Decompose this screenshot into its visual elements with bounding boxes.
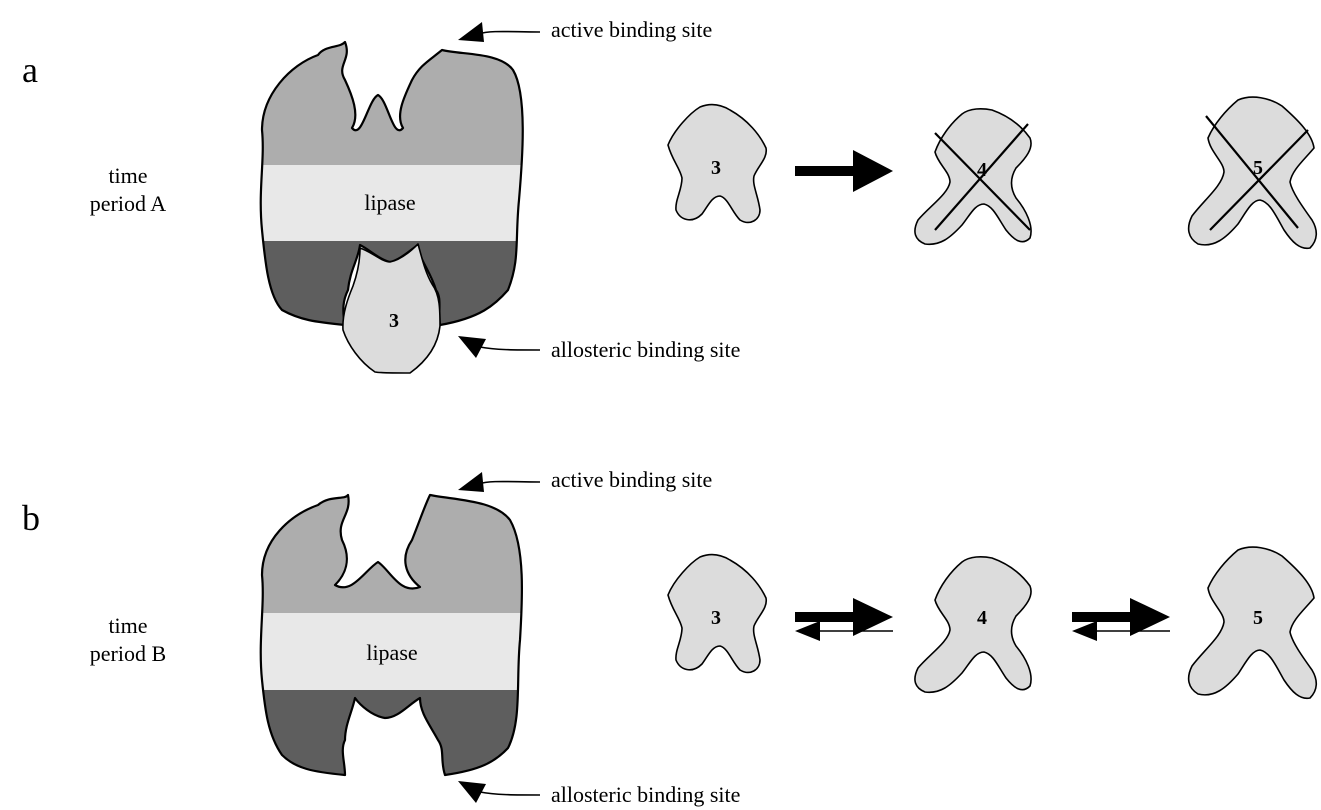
molecule-3-b: 3 xyxy=(668,555,766,673)
equilibrium-arrow-2 xyxy=(1072,598,1170,641)
equilibrium-arrow-1-forward-shaft xyxy=(795,612,855,622)
lipase-enzyme-a: lipase 3 xyxy=(240,30,540,373)
time-period-a-line2: period A xyxy=(90,191,166,216)
time-period-b-line2: period B xyxy=(90,641,166,666)
molecule-4-shape-a xyxy=(915,109,1031,245)
active-site-arrowhead-b xyxy=(458,472,484,492)
allosteric-site-leader-b xyxy=(480,792,540,795)
molecule-5-label-b: 5 xyxy=(1253,607,1263,629)
molecule-4-a: 4 xyxy=(915,109,1031,245)
equilibrium-arrow-2-reverse-head xyxy=(1072,621,1097,641)
active-site-leader-b xyxy=(478,482,540,485)
allosteric-site-label-a: allosteric binding site xyxy=(551,337,740,362)
molecule-5-b: 5 xyxy=(1189,547,1317,698)
panel-letter-b: b xyxy=(22,498,40,538)
molecule-4-label-b: 4 xyxy=(977,607,987,629)
enzyme-b-label: lipase xyxy=(366,640,417,665)
forward-arrow-head-a xyxy=(853,150,893,192)
panel-a: a time period A lipase 3 active binding … xyxy=(22,17,1316,373)
molecule-3-label-b: 3 xyxy=(711,607,721,629)
enzyme-a-top-band xyxy=(240,30,540,165)
forward-arrow-shaft-a xyxy=(795,166,855,176)
molecule-4-b: 4 xyxy=(915,557,1031,693)
time-period-b-line1: time xyxy=(108,613,147,638)
active-site-leader-a xyxy=(478,32,540,35)
allosteric-site-pointer-a: allosteric binding site xyxy=(458,336,740,362)
molecule-4-shape-b xyxy=(915,557,1031,693)
lipase-enzyme-b: lipase xyxy=(240,480,540,790)
panel-b: b time period B lipase active binding si… xyxy=(22,467,1316,807)
time-period-a-line1: time xyxy=(108,163,147,188)
forward-arrow-a xyxy=(795,150,893,192)
active-site-pointer-b: active binding site xyxy=(458,467,712,492)
enzyme-b-bottom-band xyxy=(240,690,540,790)
bound-molecule-3-label: 3 xyxy=(389,310,399,332)
active-site-label-b: active binding site xyxy=(551,467,712,492)
molecule-5-a: 5 xyxy=(1189,97,1317,248)
enzyme-b-top-band xyxy=(240,480,540,613)
active-site-label-a: active binding site xyxy=(551,17,712,42)
equilibrium-arrow-1-reverse-head xyxy=(795,621,820,641)
active-site-pointer-a: active binding site xyxy=(458,17,712,42)
allosteric-site-pointer-b: allosteric binding site xyxy=(458,781,740,807)
molecule-3-a: 3 xyxy=(668,105,766,223)
allosteric-site-label-b: allosteric binding site xyxy=(551,782,740,807)
equilibrium-arrow-1 xyxy=(795,598,893,641)
panel-letter-a: a xyxy=(22,50,38,90)
enzyme-a-label: lipase xyxy=(364,190,415,215)
active-site-arrowhead-a xyxy=(458,22,484,42)
allosteric-site-leader-a xyxy=(480,347,540,350)
molecule-3-label-a: 3 xyxy=(711,157,721,179)
equilibrium-arrow-2-forward-shaft xyxy=(1072,612,1132,622)
